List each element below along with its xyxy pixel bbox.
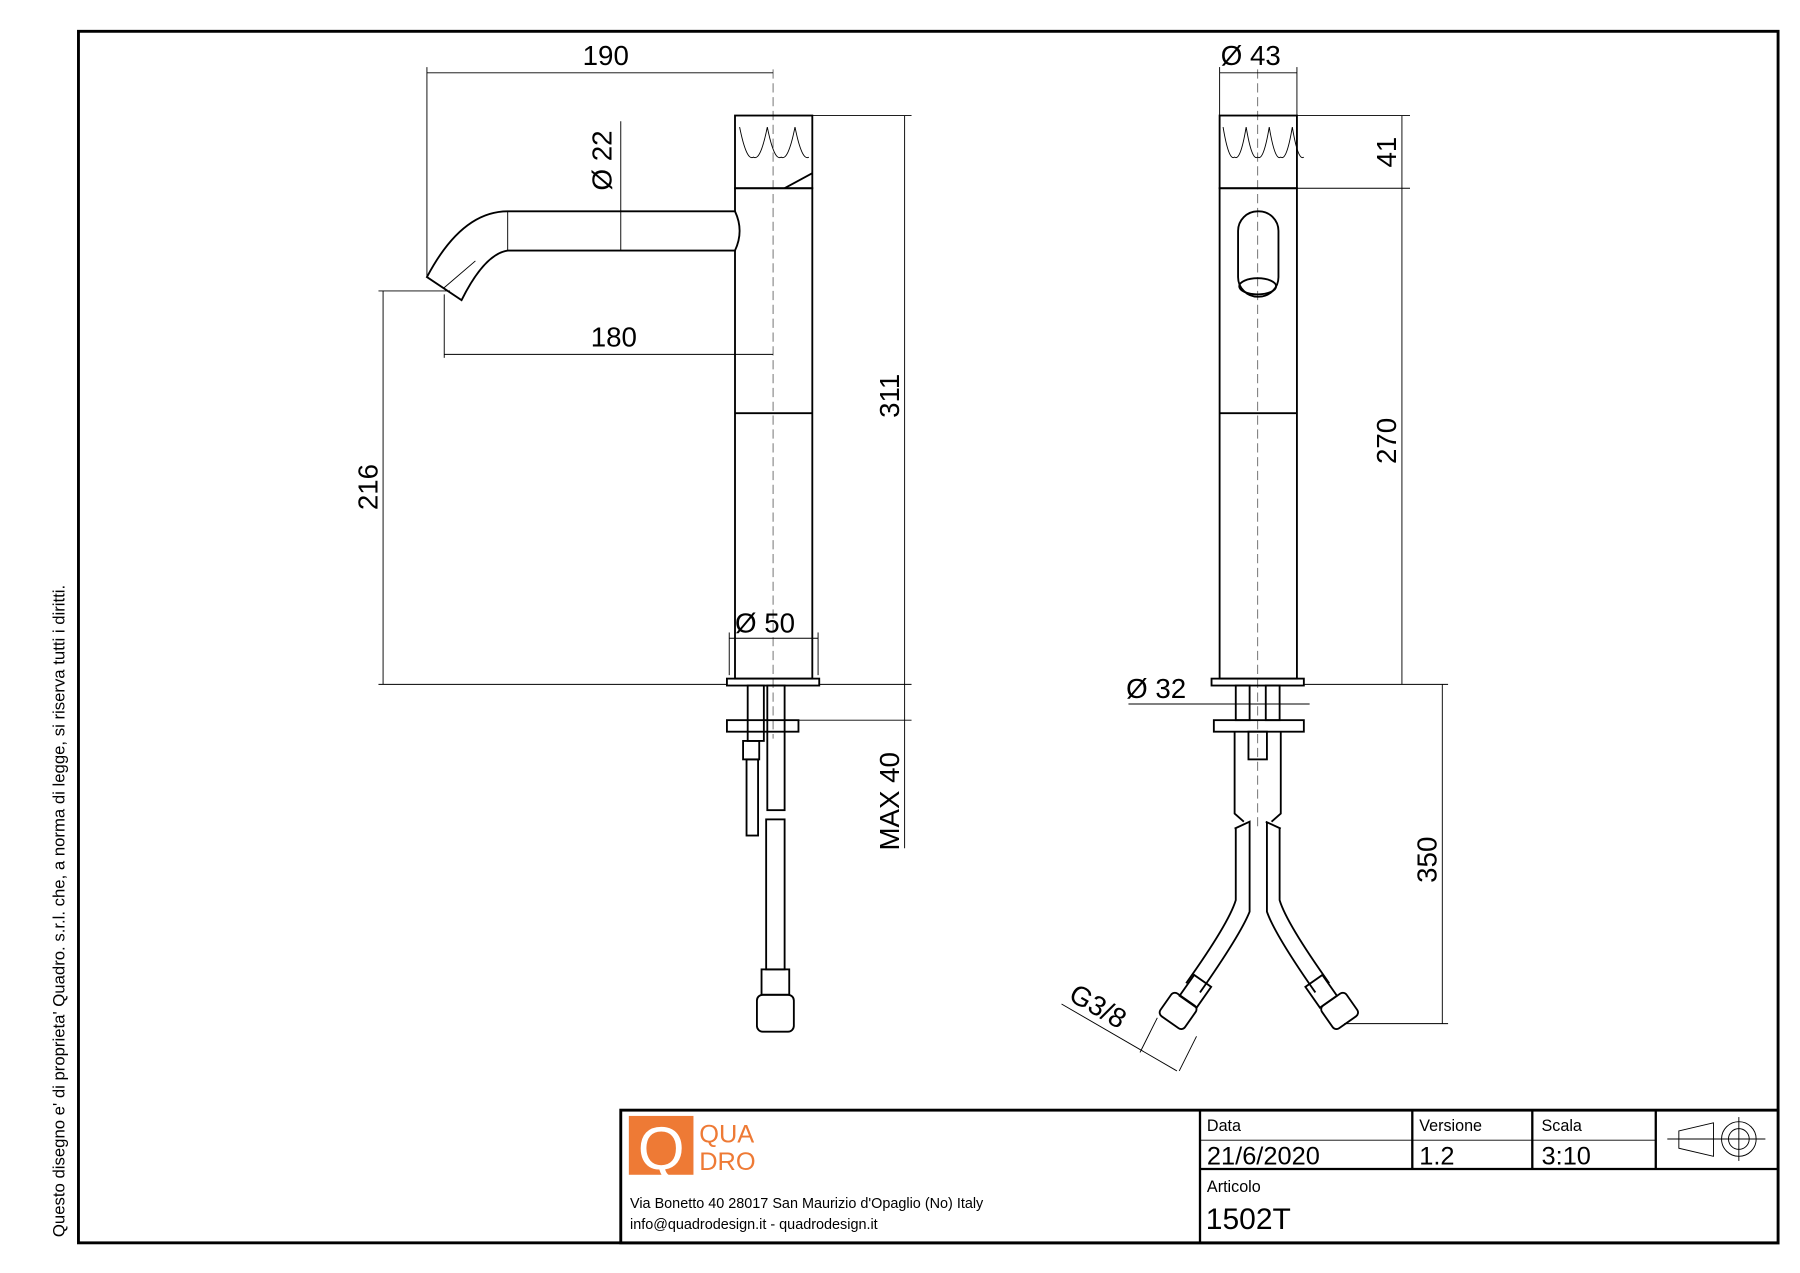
company-address: Via Bonetto 40 28017 San Maurizio d'Opag… xyxy=(630,1196,984,1212)
dim-216: 216 xyxy=(352,464,383,510)
article-label: Articolo xyxy=(1207,1178,1261,1196)
svg-text:DRO: DRO xyxy=(699,1148,755,1176)
front-view-dimensions: Ø 43 41 270 Ø 32 350 G3/8 xyxy=(1061,40,1449,1072)
article-value: 1502T xyxy=(1206,1203,1291,1236)
dim-311: 311 xyxy=(874,374,905,418)
dim-180: 180 xyxy=(591,321,637,352)
projection-symbol-icon xyxy=(1667,1117,1766,1161)
svg-text:Q: Q xyxy=(638,1115,685,1182)
drawing-border xyxy=(77,29,1780,1245)
copyright-note: Questo disegno e' di proprieta' Quadro. … xyxy=(50,585,69,1237)
side-view-dimensions: 190 Ø 22 180 216 311 Ø 50 MAX 40 xyxy=(352,40,912,851)
dim-thread-g38: G3/8 xyxy=(1064,978,1131,1035)
dim-diameter-32: Ø 32 xyxy=(1126,673,1186,704)
dim-41: 41 xyxy=(1371,137,1402,168)
dim-diameter-43: Ø 43 xyxy=(1221,40,1281,71)
dim-max-40: MAX 40 xyxy=(874,752,905,851)
dim-diameter-22: Ø 22 xyxy=(587,131,618,191)
dim-350: 350 xyxy=(1412,837,1443,883)
dim-190: 190 xyxy=(583,40,629,71)
version-value: 1.2 xyxy=(1419,1142,1454,1170)
dim-270: 270 xyxy=(1371,418,1402,464)
faucet-side-view xyxy=(425,69,821,1033)
company-contacts: info@quadrodesign.it - quadrodesign.it xyxy=(630,1217,878,1233)
date-label: Data xyxy=(1207,1117,1241,1135)
version-label: Versione xyxy=(1419,1117,1482,1135)
quadro-logo: Q QUA DRO xyxy=(628,1115,756,1182)
scale-label: Scala xyxy=(1542,1117,1582,1135)
dim-diameter-50: Ø 50 xyxy=(735,607,795,638)
date-value: 21/6/2020 xyxy=(1207,1142,1320,1170)
faucet-front-view xyxy=(1158,69,1359,1030)
svg-text:QUA: QUA xyxy=(699,1120,754,1148)
title-block: Q QUA DRO Via Bonetto 40 28017 San Mauri… xyxy=(619,1108,1780,1245)
scale-value: 3:10 xyxy=(1542,1142,1591,1170)
